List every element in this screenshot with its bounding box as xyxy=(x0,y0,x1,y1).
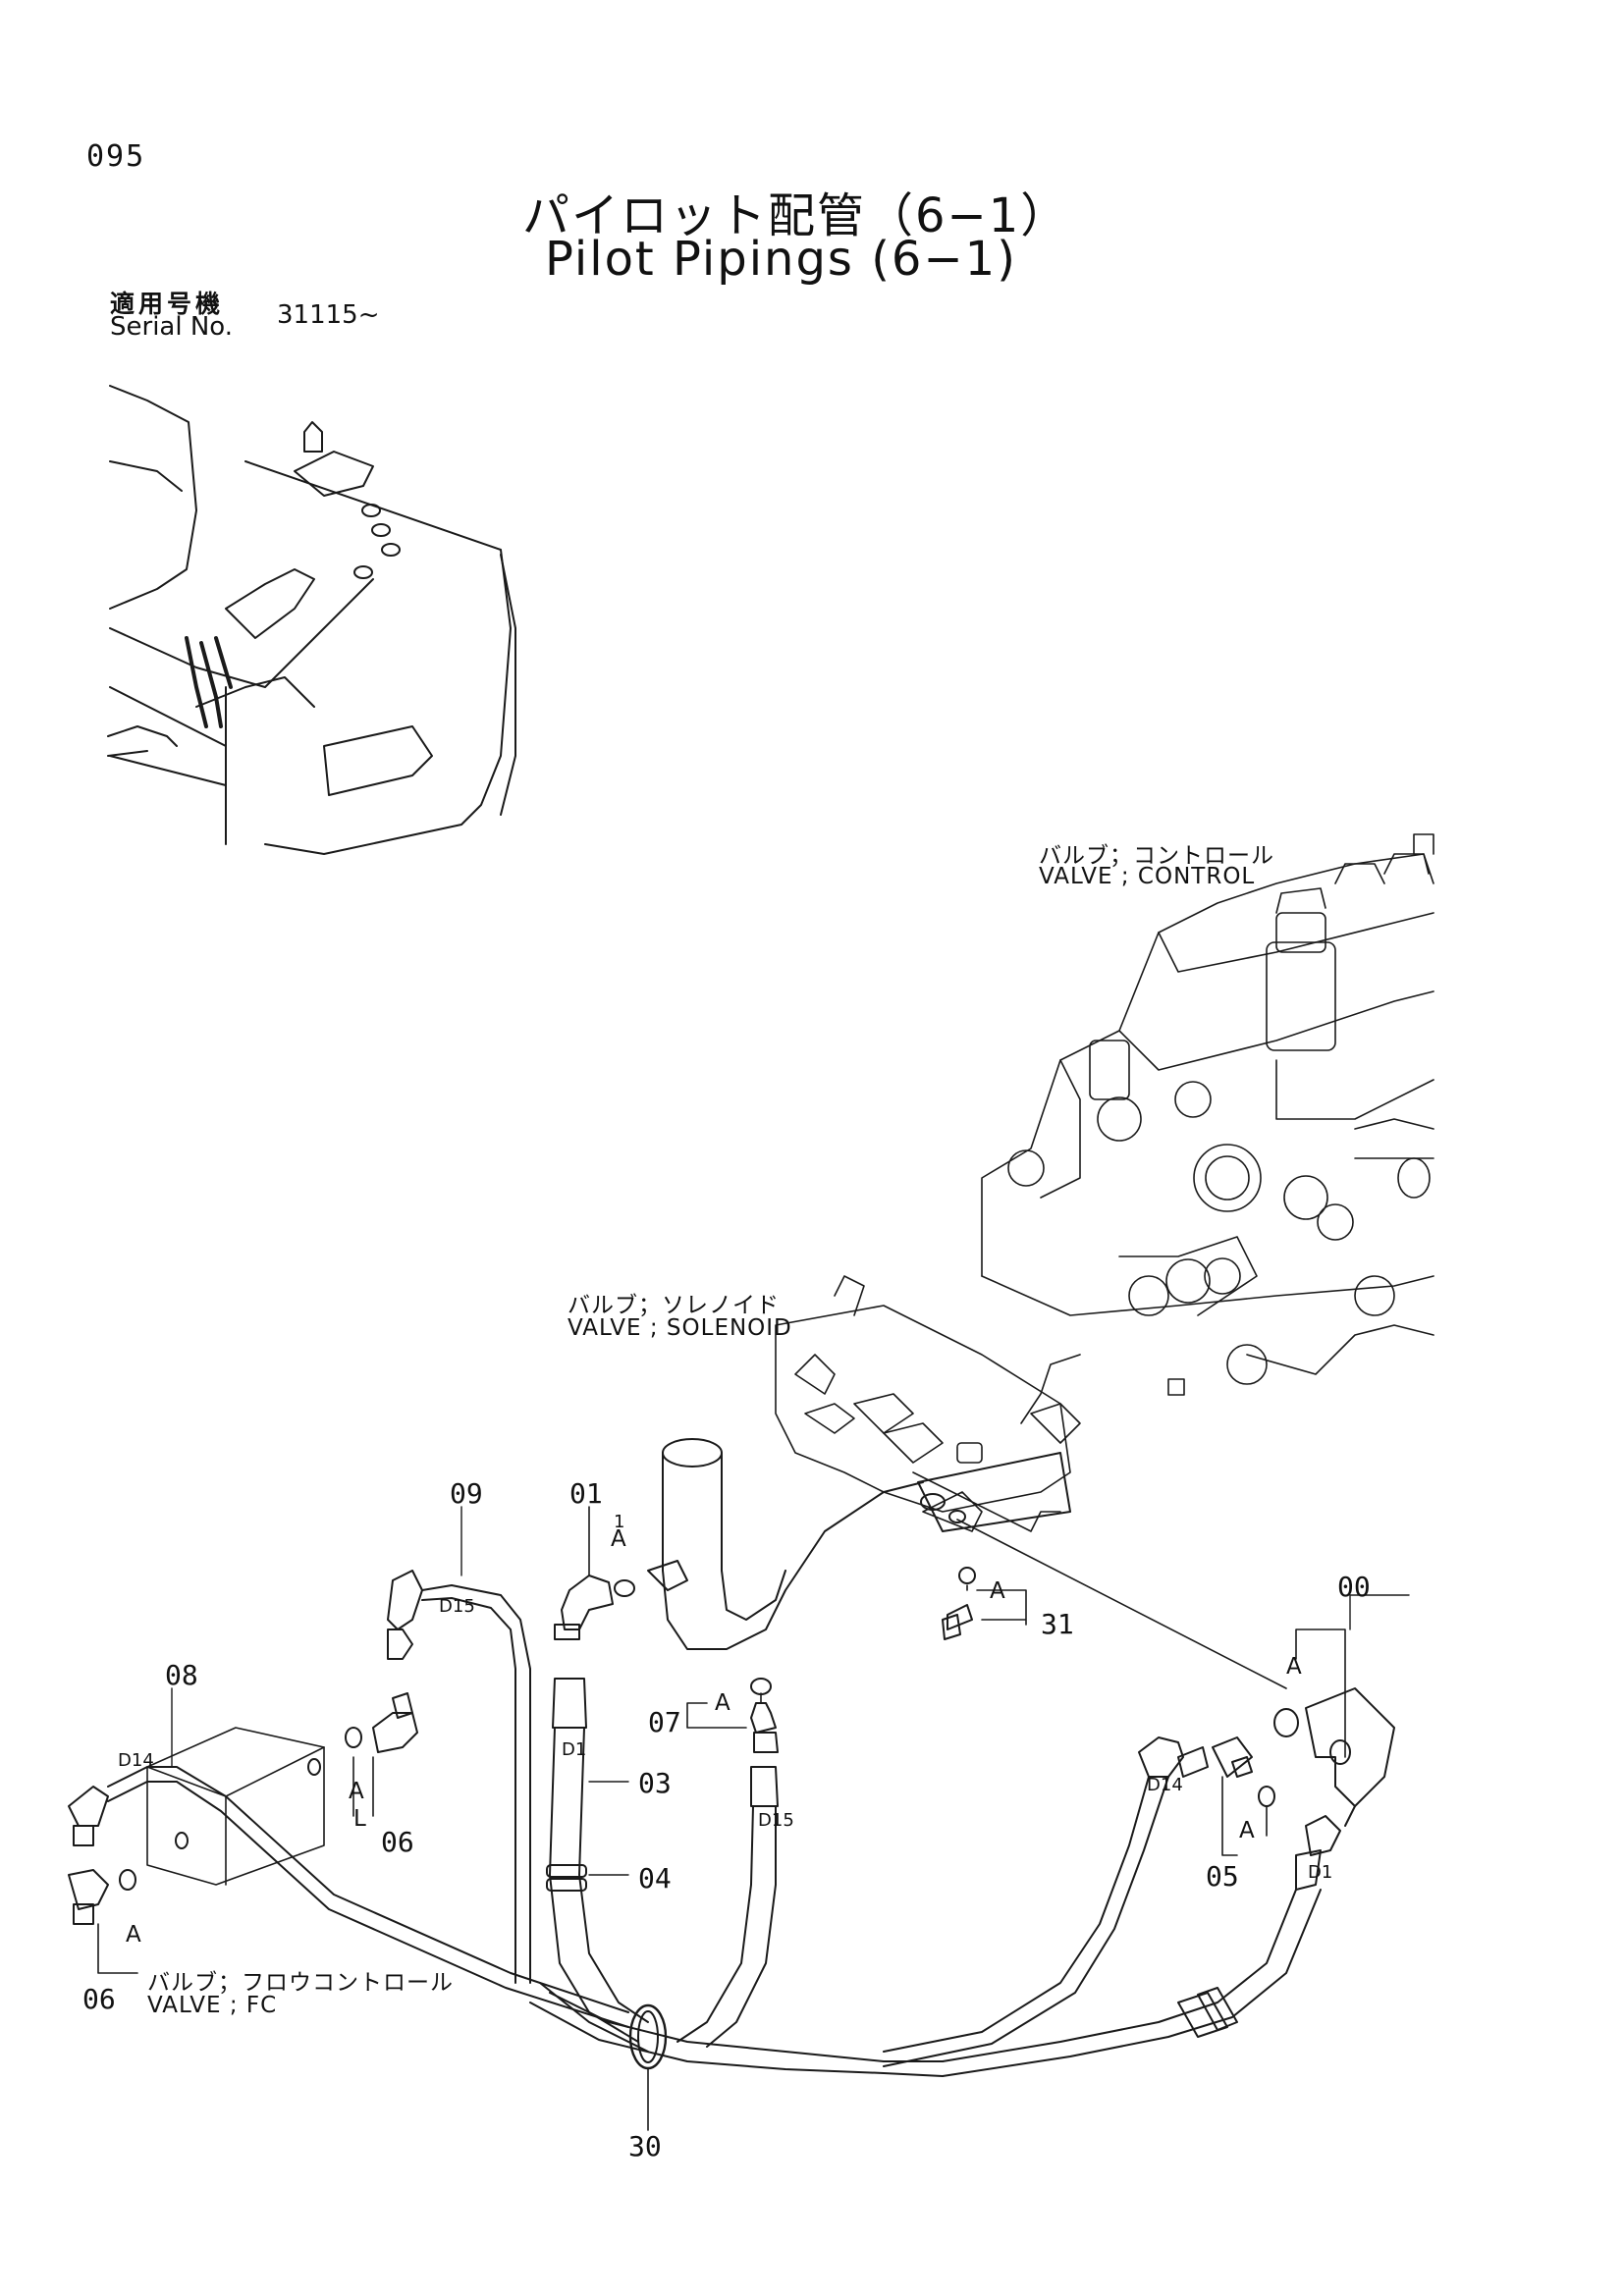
part-01-elbow xyxy=(555,1575,634,1639)
hose-bundle-clamp-30 xyxy=(530,1983,943,2130)
callout-06-mid: 06 xyxy=(381,1826,414,1858)
hose-09 xyxy=(388,1571,530,1983)
control-valve-label-jp: バルブ；コントロール xyxy=(1039,843,1274,869)
callout-05: 05 xyxy=(1206,1860,1239,1893)
hose-d14-right xyxy=(884,1737,1208,2066)
bracket-05 xyxy=(1222,1777,1267,1855)
callout-01: 01 xyxy=(569,1477,603,1510)
hose-tag-d14-left: D14 xyxy=(118,1750,154,1771)
hose-tag-d1-center: D1 xyxy=(562,1739,587,1760)
serial-number-value: 31115~ xyxy=(277,300,380,330)
bracket-31 xyxy=(967,1585,1026,1625)
part-07-fitting xyxy=(751,1679,778,1752)
marker-l-06-mid: L xyxy=(353,1806,367,1832)
callout-06-left: 06 xyxy=(82,1983,116,2015)
fc-valve-label-en: VALVE ; FC xyxy=(147,1993,278,2018)
marker-a-01: A xyxy=(611,1526,627,1552)
callout-04: 04 xyxy=(638,1862,672,1895)
marker-a-00: A xyxy=(1286,1654,1303,1680)
fc-valve-label-jp: バルブ；フロウコントロール xyxy=(147,1970,454,1996)
solenoid-valve-label-en: VALVE ; SOLENOID xyxy=(568,1315,792,1341)
callout-07: 07 xyxy=(648,1706,681,1738)
inlet-pipe-fitting xyxy=(648,1439,923,1649)
marker-a-05: A xyxy=(1239,1818,1256,1843)
hose-03-04 xyxy=(547,1679,648,2042)
callout-09: 09 xyxy=(450,1477,483,1510)
page-number: 095 xyxy=(86,139,146,174)
callout-30: 30 xyxy=(628,2130,662,2163)
hose-tag-d1-right: D1 xyxy=(1308,1862,1333,1883)
bracket-07 xyxy=(687,1693,761,1728)
title-english: Pilot Pipings (6−1) xyxy=(545,232,1017,287)
callout-31: 31 xyxy=(1041,1608,1074,1640)
serial-label-english: Serial No. xyxy=(110,312,233,342)
part-31-fitting xyxy=(943,1568,975,1639)
solenoid-mount-block xyxy=(918,1453,1070,1531)
callout-00: 00 xyxy=(1337,1571,1371,1603)
part-06-elbow-mid xyxy=(346,1693,417,1752)
solenoid-valve-body xyxy=(776,1276,1080,1531)
part-00-fitting xyxy=(1274,1688,1394,1826)
marker-a-06-left: A xyxy=(126,1922,142,1948)
serial-label-japanese: 適用号機 xyxy=(110,290,225,318)
callout-08: 08 xyxy=(165,1659,198,1691)
part-06-elbow-left xyxy=(69,1870,135,1924)
marker-a-06-mid: A xyxy=(349,1779,365,1804)
hose-tag-d15-center: D15 xyxy=(758,1810,794,1831)
leader-line-00 xyxy=(957,1520,1286,1688)
marker-a-01-number: 1 xyxy=(614,1512,625,1532)
control-valve-label-en: VALVE ; CONTROL xyxy=(1039,864,1256,889)
solenoid-valve-label-jp: バルブ；ソレノイド xyxy=(568,1293,780,1318)
hose-d1-right xyxy=(943,1816,1340,2076)
leader-lines xyxy=(172,1507,1409,1875)
marker-a-31: A xyxy=(990,1578,1006,1604)
fc-valve-block xyxy=(147,1728,324,1885)
hose-tag-d15-top: D15 xyxy=(439,1596,475,1617)
marker-a-07: A xyxy=(715,1690,731,1716)
title-japanese: パイロット配管（6−1） xyxy=(522,188,1070,243)
bracket-00 xyxy=(1296,1629,1345,1757)
machine-overview-inset xyxy=(108,386,515,854)
hose-d15-center xyxy=(677,1767,778,2047)
callout-03: 03 xyxy=(638,1767,672,1799)
control-valve-body xyxy=(982,834,1434,1395)
hose-tag-d14-right: D14 xyxy=(1147,1775,1183,1795)
